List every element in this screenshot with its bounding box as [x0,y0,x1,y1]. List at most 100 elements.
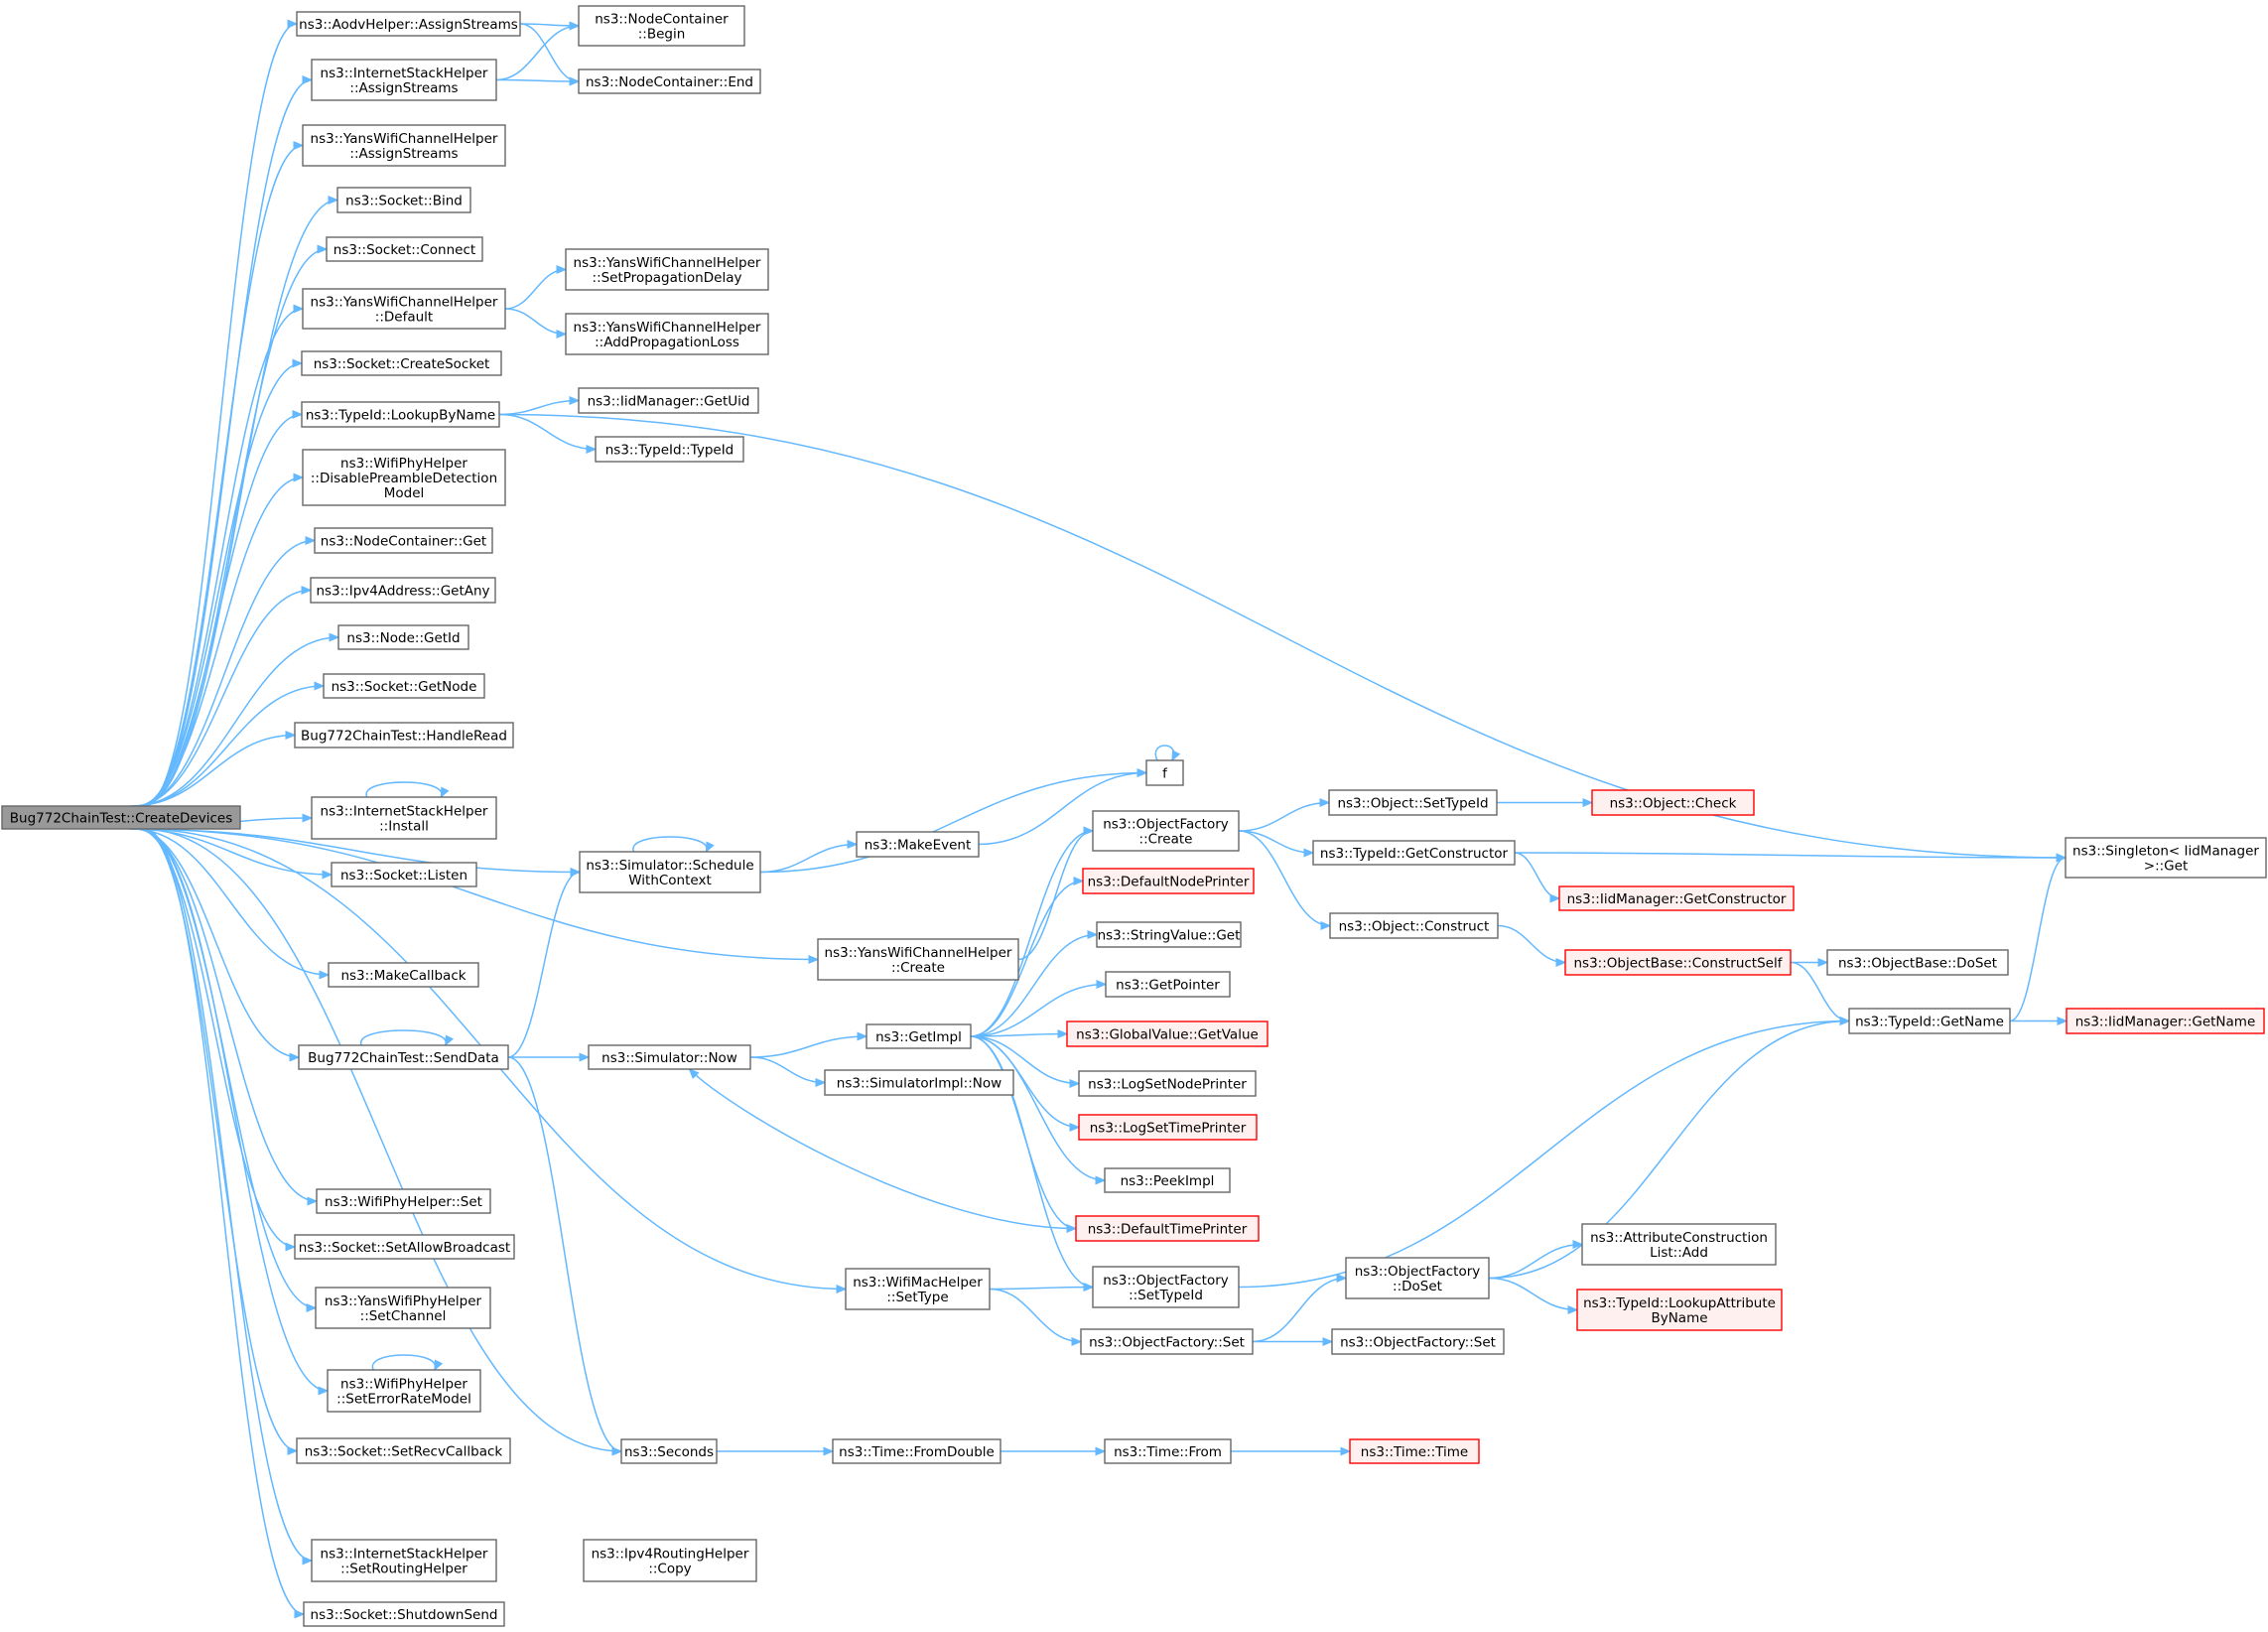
node-time-from[interactable]: ns3::Time::From [1104,1438,1232,1464]
node-root[interactable]: Bug772ChainTest::CreateDevices [1,805,241,830]
call-edges [129,19,2068,1619]
edge-yanschan-default-to-yanschan-setprop [504,264,568,310]
node-makeevent[interactable]: ns3::MakeEvent [856,831,980,858]
node-wifiphy-set[interactable]: ns3::WifiPhyHelper::Set [316,1188,491,1214]
node-of-doset[interactable]: ns3::ObjectFactory::DoSet [1345,1257,1490,1299]
node-socket-getnode[interactable]: ns3::Socket::GetNode [323,673,485,699]
node-ipv4-getany[interactable]: ns3::Ipv4Address::GetAny [310,577,496,604]
node-deftimeprinter[interactable]: ns3::DefaultTimePrinter [1075,1215,1260,1242]
node-peekimpl[interactable]: ns3::PeekImpl [1104,1167,1231,1193]
node-socket-create[interactable]: ns3::Socket::CreateSocket [301,350,502,376]
node-nc-end-label: ns3::NodeContainer::End [586,74,753,90]
node-stringvalue-get[interactable]: ns3::StringValue::Get [1096,921,1242,948]
edge-root-to-socket-getnode [131,681,326,807]
edge-root-to-handleread [130,730,297,807]
node-of-set2[interactable]: ns3::ObjectFactory::Set [1331,1328,1505,1355]
node-wifimac-settype-label: ns3::WifiMacHelper [853,1275,983,1291]
node-makecallback[interactable]: ns3::MakeCallback [328,962,479,988]
node-defnodeprinter[interactable]: ns3::DefaultNodePrinter [1082,868,1255,894]
edge-wifiphy-seterr-to-wifiphy-seterr [371,1354,444,1372]
node-socket-shutdown[interactable]: ns3::Socket::ShutdownSend [303,1601,505,1627]
node-obj-check[interactable]: ns3::Object::Check [1591,789,1755,816]
node-socket-listen[interactable]: ns3::Socket::Listen [331,862,477,887]
node-typeid-getname[interactable]: ns3::TypeId::GetName [1848,1008,2011,1034]
node-seconds[interactable]: ns3::Seconds [620,1438,718,1464]
node-iid-getname[interactable]: ns3::IidManager::GetName [2066,1008,2265,1034]
node-time-time[interactable]: ns3::Time::Time [1349,1438,1480,1464]
node-f[interactable]: f [1145,759,1184,786]
node-socket-setrecv[interactable]: ns3::Socket::SetRecvCallback [296,1437,511,1464]
node-inet-setrouting-label: ns3::InternetStackHelper [321,1547,488,1563]
node-socket-allowbc[interactable]: ns3::Socket::SetAllowBroadcast [294,1234,515,1260]
node-logsettime[interactable]: ns3::LogSetTimePrinter [1078,1114,1258,1141]
edge-root-to-wifiphy-disable [135,473,305,807]
node-wifiphy-disable[interactable]: ns3::WifiPhyHelper::DisablePreambleDetec… [302,449,506,506]
node-nc-end[interactable]: ns3::NodeContainer::End [578,68,761,94]
edge-root-to-socket-listen [130,828,334,880]
node-aodv-assign[interactable]: ns3::AodvHelper::AssignStreams [296,11,521,37]
node-inet-setrouting[interactable]: ns3::InternetStackHelper::SetRoutingHelp… [311,1539,497,1582]
edge-root-to-socket-setrecv [141,828,299,1456]
edge-typeid-lookup-to-iid-getuid [498,395,581,416]
node-peekimpl-label: ns3::PeekImpl [1121,1173,1215,1189]
node-singleton-get[interactable]: ns3::Singleton< IidManager >::Get [2065,837,2267,879]
edge-root-to-nc-get [134,535,317,807]
node-of-set[interactable]: ns3::ObjectFactory::Set [1080,1328,1254,1355]
node-inet-assign-label: ::AssignStreams [349,80,458,96]
node-typeid-getctor[interactable]: ns3::TypeId::GetConstructor [1312,840,1516,866]
node-yanschan-create[interactable]: ns3::YansWifiChannelHelper::Create [817,938,1019,981]
node-of-settypeid[interactable]: ns3::ObjectFactory::SetTypeId [1092,1266,1240,1308]
node-wifiphy-seterr[interactable]: ns3::WifiPhyHelper::SetErrorRateModel [327,1369,481,1413]
node-time-fromdouble[interactable]: ns3::Time::FromDouble [832,1438,1001,1464]
edge-of-create-to-obj-construct [1238,830,1332,931]
node-getpointer[interactable]: ns3::GetPointer [1105,971,1231,998]
node-typeid-typeid[interactable]: ns3::TypeId::TypeId [595,436,744,463]
node-senddata[interactable]: Bug772ChainTest::SendData [298,1044,509,1070]
node-of-create[interactable]: ns3::ObjectFactory::Create [1092,810,1240,852]
edge-inet-assign-to-nc-begin [495,21,581,81]
node-ipv4rh-copy[interactable]: ns3::Ipv4RoutingHelper::Copy [583,1539,757,1582]
node-socket-connect[interactable]: ns3::Socket::Connect [326,236,483,262]
node-yansphy-setchan[interactable]: ns3::YansWifiPhyHelper::SetChannel [315,1287,491,1329]
node-yanschan-default[interactable]: ns3::YansWifiChannelHelper::Default [302,288,506,330]
node-socket-bind[interactable]: ns3::Socket::Bind [336,187,471,213]
node-yanschan-setprop[interactable]: ns3::YansWifiChannelHelper::SetPropagati… [565,248,769,291]
node-yanschan-addprop[interactable]: ns3::YansWifiChannelHelper::AddPropagati… [565,313,769,355]
node-handleread-label: Bug772ChainTest::HandleRead [301,729,507,745]
node-node-getid[interactable]: ns3::Node::GetId [337,624,469,650]
node-iid-getctor[interactable]: ns3::IidManager::GetConstructor [1558,885,1795,911]
node-objbase-doset[interactable]: ns3::ObjectBase::DoSet [1826,949,2009,976]
node-obj-settypeid[interactable]: ns3::Object::SetTypeId [1328,789,1498,816]
edge-root-to-yansphy-setchan [138,828,318,1313]
node-objbase-doset-label: ns3::ObjectBase::DoSet [1838,956,1997,972]
node-getimpl[interactable]: ns3::GetImpl [866,1023,972,1049]
node-of-create-label: ns3::ObjectFactory [1103,817,1229,833]
node-objbase-constructself-label: ns3::ObjectBase::ConstructSelf [1574,956,1784,972]
node-objbase-constructself[interactable]: ns3::ObjectBase::ConstructSelf [1564,949,1792,976]
node-nc-get[interactable]: ns3::NodeContainer::Get [314,527,493,554]
node-ipv4rh-copy-label: ns3::Ipv4RoutingHelper [592,1547,749,1563]
node-yanschan-default-label: ns3::YansWifiChannelHelper [311,295,498,311]
node-logsetnode[interactable]: ns3::LogSetNodePrinter [1078,1070,1257,1097]
node-gv-getvalue[interactable]: ns3::GlobalValue::GetValue [1066,1020,1268,1047]
node-wifimac-settype[interactable]: ns3::WifiMacHelper::SetType [845,1268,991,1310]
edge-of-doset-to-attrconstr-add [1488,1239,1584,1280]
node-obj-construct[interactable]: ns3::Object::Construct [1329,912,1499,939]
node-simimpl-now[interactable]: ns3::SimulatorImpl::Now [824,1069,1014,1096]
node-sim-now[interactable]: ns3::Simulator::Now [588,1044,751,1070]
node-getimpl-label: ns3::GetImpl [875,1029,962,1045]
node-iid-getuid[interactable]: ns3::IidManager::GetUid [578,387,759,414]
node-nc-begin[interactable]: ns3::NodeContainer::Begin [578,5,745,47]
node-obj-check-label: ns3::Object::Check [1610,796,1737,812]
node-of-doset-label: ns3::ObjectFactory [1355,1264,1481,1280]
edge-of-create-to-typeid-getctor [1238,830,1315,858]
node-yanschan-assign[interactable]: ns3::YansWifiChannelHelper::AssignStream… [302,124,506,167]
node-typeid-lookup[interactable]: ns3::TypeId::LookupByName [301,401,500,428]
node-inet-assign[interactable]: ns3::InternetStackHelper::AssignStreams [311,59,497,101]
node-inet-install[interactable]: ns3::InternetStackHelper::Install [311,796,497,840]
node-handleread[interactable]: Bug772ChainTest::HandleRead [294,722,514,748]
